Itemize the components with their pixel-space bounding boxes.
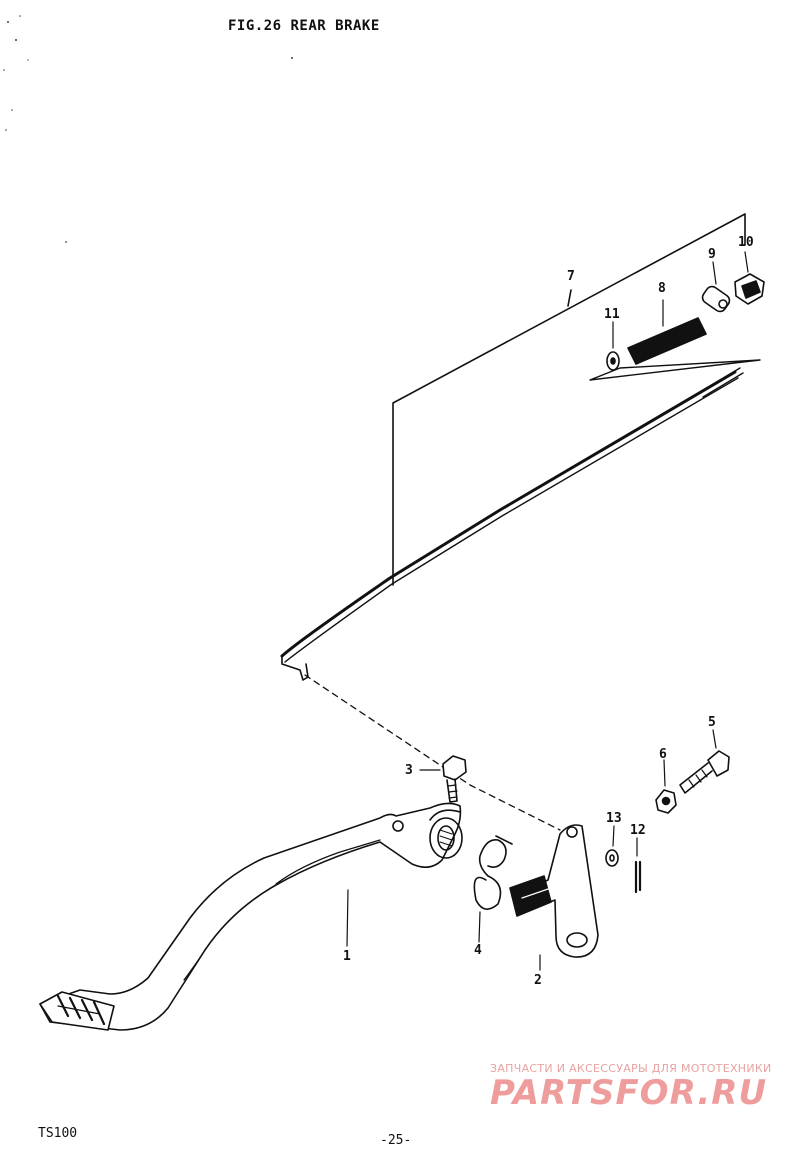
bolt-part-3 [419,755,467,803]
callout-3: 3 [405,763,413,778]
model-code: TS100 [38,1126,78,1141]
callout-11: 11 [604,307,620,322]
spring-part-4 [473,835,513,943]
callout-6: 6 [659,747,667,762]
callout-7: 7 [567,269,575,284]
callout-8: 8 [658,281,666,296]
washer-part-13 [605,825,619,867]
brake-rod [280,370,737,658]
bolt-part-5 [679,729,730,794]
lever-part-2 [509,824,599,971]
callout-2: 2 [534,973,542,988]
spring-part-8 [627,299,707,365]
leader-7 [567,289,572,307]
callout-4: 4 [474,943,482,958]
rod-assembly-bracket [392,213,746,586]
washer-part-11 [606,321,620,371]
callout-13: 13 [606,811,622,826]
cotter-pin-part-12 [634,837,642,894]
nut-part-6 [655,759,677,814]
watermark-caption: ЗАПЧАСТИ И АКСЕССУАРЫ ДЛЯ МОТОТЕХНИКИ [490,1062,772,1075]
callout-9: 9 [708,247,716,262]
watermark-logo: PARTSFOR.RU [490,1073,768,1113]
joint-part-9 [701,261,731,313]
nut-part-10 [734,251,765,305]
callout-12: 12 [630,823,646,838]
figure-title: FIG.26 REAR BRAKE [228,18,380,34]
rod-connection-line [304,674,561,831]
brake-pedal-part-1 [39,802,463,1031]
callout-1: 1 [343,949,351,964]
callout-10: 10 [738,235,754,250]
callout-5: 5 [708,715,716,730]
page-number: -25- [380,1133,412,1148]
